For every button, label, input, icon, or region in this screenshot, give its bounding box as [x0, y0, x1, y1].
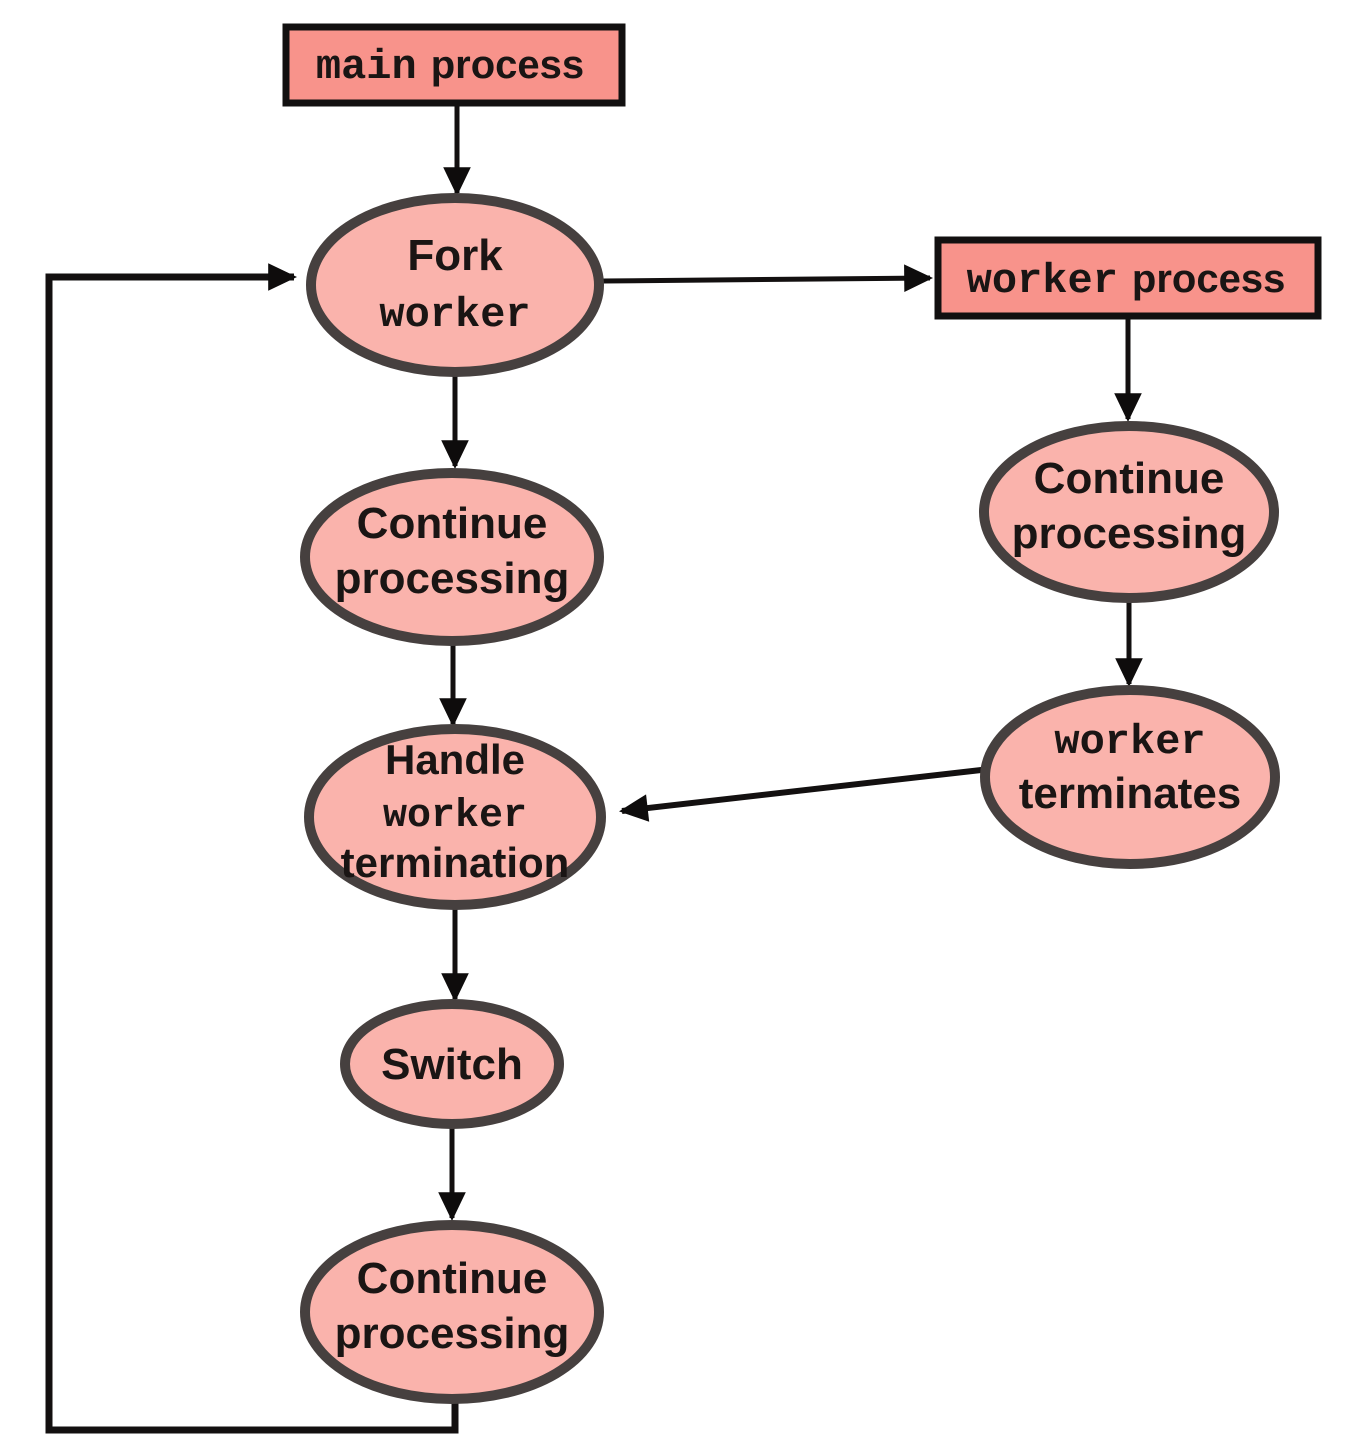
- continue-left-line1: Continue: [357, 499, 548, 548]
- continue-left-line2: processing: [335, 554, 570, 603]
- continue-right-line1: Continue: [1034, 454, 1225, 503]
- node-main-process: main process: [282, 23, 626, 107]
- worker-process-label-sans: process: [1132, 257, 1285, 301]
- node-worker-process: worker process: [934, 236, 1322, 320]
- node-worker-terminates: worker terminates: [980, 685, 1280, 869]
- edge-terminates-to-handle: [619, 766, 991, 822]
- continue-bottom-line2: processing: [335, 1309, 570, 1358]
- worker-process-label-mono: worker: [967, 257, 1118, 305]
- main-process-label-mono: main: [316, 43, 417, 91]
- edge-loop-back-to-fork: [45, 263, 459, 1434]
- continue-right-line2: processing: [1012, 509, 1247, 558]
- node-handle-worker-termination: Handle worker termination: [304, 724, 606, 910]
- switch-label: Switch: [381, 1040, 523, 1089]
- handle-termination-line3: termination: [341, 839, 570, 886]
- fork-worker-line2: worker: [379, 291, 530, 339]
- node-continue-processing-left: Continue processing: [300, 468, 604, 646]
- worker-terminates-line1: worker: [1054, 718, 1205, 766]
- node-continue-processing-bottom: Continue processing: [300, 1220, 604, 1404]
- node-continue-processing-right: Continue processing: [979, 421, 1279, 603]
- fork-worker-line1: Fork: [407, 231, 503, 280]
- edges: [45, 103, 1143, 1434]
- continue-bottom-line1: Continue: [357, 1254, 548, 1303]
- node-switch: Switch: [340, 999, 564, 1129]
- edge-fork-to-worker-process: [602, 264, 933, 293]
- main-process-label-sans: process: [431, 43, 584, 87]
- handle-termination-line1: Handle: [385, 736, 525, 783]
- node-fork-worker: Fork worker: [306, 193, 604, 377]
- handle-termination-line2: worker: [383, 794, 527, 839]
- worker-terminates-line2: terminates: [1019, 769, 1242, 818]
